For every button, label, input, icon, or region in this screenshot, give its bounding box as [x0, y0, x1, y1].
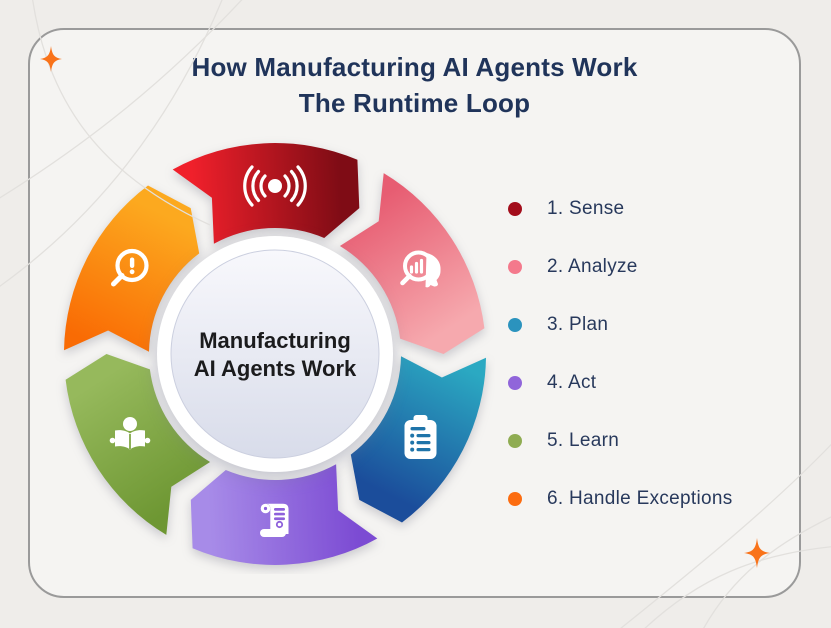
legend-item-analyze: 2. Analyze [508, 238, 733, 296]
legend-label-learn: 5. Learn [547, 430, 620, 451]
legend-item-learn: 5. Learn [508, 412, 733, 470]
legend-item-handle-exceptions: 6. Handle Exceptions [508, 470, 733, 528]
legend-label-handle-exceptions: 6. Handle Exceptions [547, 488, 733, 509]
segment-analyze [339, 173, 485, 354]
wheel-center-label: Manufacturing AI Agents Work [165, 327, 385, 385]
legend-dot-act [508, 376, 522, 390]
legend-dot-learn [508, 434, 522, 448]
segment-sense [172, 143, 360, 244]
center-label-line-2: AI Agents Work [193, 356, 357, 381]
center-label-line-1: Manufacturing [199, 328, 351, 353]
page-title: How Manufacturing AI Agents Work The Run… [30, 49, 799, 121]
legend-dot-sense [508, 202, 522, 216]
legend-item-plan: 3. Plan [508, 296, 733, 354]
legend-label-plan: 3. Plan [547, 314, 609, 335]
infographic-card: How Manufacturing AI Agents Work The Run… [28, 28, 801, 598]
legend-item-act: 4. Act [508, 354, 733, 412]
legend-dot-analyze [508, 260, 522, 274]
legend-label-analyze: 2. Analyze [547, 256, 638, 277]
center-circle [170, 249, 380, 459]
legend-dot-plan [508, 318, 522, 332]
clipboard-list-icon [404, 415, 437, 459]
legend-label-sense: 1. Sense [547, 198, 625, 219]
legend-label-act: 4. Act [547, 372, 597, 393]
wheel-center [157, 236, 393, 472]
legend-dot-handle-exceptions [508, 492, 522, 506]
legend: 1. Sense 2. Analyze 3. Plan 4. Act 5. Le… [508, 180, 733, 528]
title-line-2: The Runtime Loop [298, 88, 531, 118]
legend-item-sense: 1. Sense [508, 180, 733, 238]
title-line-1: How Manufacturing AI Agents Work [191, 52, 638, 82]
